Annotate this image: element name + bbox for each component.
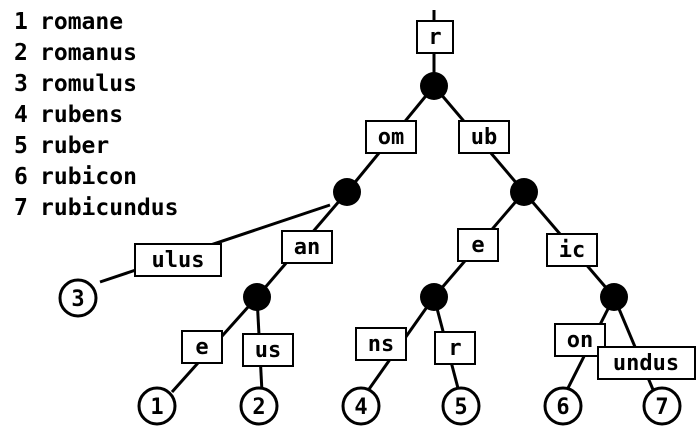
- leaf-number-1: 1: [150, 395, 163, 420]
- internal-node: [243, 283, 271, 311]
- edge-label-box: [434, 331, 476, 365]
- leaf-node: [239, 386, 279, 426]
- edge-label-ns: ns: [368, 332, 395, 357]
- leaf-node: [441, 386, 481, 426]
- edge-label-ulus: ulus: [152, 248, 205, 273]
- word-number: 6: [14, 164, 28, 190]
- leaf-number-3: 3: [71, 287, 84, 312]
- edge-label-e-mid: e: [471, 233, 484, 258]
- leaf-node: [58, 278, 98, 318]
- word-list-item: 7 rubicundus: [14, 193, 178, 224]
- word-number: 5: [14, 133, 28, 159]
- edge-label-box: [365, 120, 417, 154]
- edge-label-box: [355, 327, 407, 361]
- leaf-node: [642, 386, 682, 426]
- edge-label-box: [181, 330, 223, 364]
- edge-label-an: an: [294, 235, 321, 260]
- word-number: 3: [14, 71, 28, 97]
- leaf-number-2: 2: [252, 395, 265, 420]
- word-list-item: 3 romulus: [14, 69, 178, 100]
- edge-label-texts: r om ub ulus an e us e ic ns r on undus: [152, 25, 680, 376]
- edge-label-box: [597, 346, 696, 380]
- leaf-node: [137, 386, 177, 426]
- edge-label-box: [546, 233, 598, 267]
- internal-nodes: [243, 72, 628, 311]
- edge-label-box: [554, 323, 606, 357]
- word-number: 4: [14, 102, 28, 128]
- edge-label-root: r: [428, 25, 441, 50]
- leaf-node: [341, 386, 381, 426]
- edge-label-box: [134, 243, 222, 277]
- edge-label-box: [281, 230, 333, 264]
- word-number: 7: [14, 195, 28, 221]
- word-text: ruber: [40, 133, 110, 159]
- word-list-item: 4 rubens: [14, 100, 178, 131]
- word-list: 1 romane 2 romanus 3 romulus 4 rubens 5 ruber…: [14, 7, 178, 224]
- word-number: 1: [14, 9, 28, 35]
- word-text: rubens: [40, 102, 124, 128]
- edge-label-om: om: [378, 125, 405, 150]
- leaf-numbers: 3 1 2 4 5 6 7: [71, 287, 668, 420]
- internal-node: [600, 283, 628, 311]
- leaf-number-5: 5: [454, 395, 467, 420]
- internal-node: [510, 178, 538, 206]
- word-text: rubicundus: [40, 195, 179, 221]
- edge-label-box: [416, 20, 454, 54]
- internal-node: [420, 72, 448, 100]
- word-list-item: 5 ruber: [14, 131, 178, 162]
- edge-label-e-left: e: [195, 335, 208, 360]
- edge-label-box: [458, 120, 510, 154]
- leaf-number-6: 6: [556, 395, 569, 420]
- edge-label-ub: ub: [471, 125, 498, 150]
- word-text: romulus: [40, 71, 137, 97]
- leaf-circles: [58, 278, 682, 426]
- internal-node: [420, 283, 448, 311]
- word-list-item: 2 romanus: [14, 38, 178, 69]
- edge-label-box: [242, 333, 294, 367]
- word-list-item: 1 romane: [14, 7, 178, 38]
- internal-node: [333, 178, 361, 206]
- edge-label-box: [457, 228, 499, 262]
- leaf-node: [543, 386, 583, 426]
- edge-label-on: on: [567, 328, 594, 353]
- word-text: romanus: [40, 40, 137, 66]
- edge-label-us: us: [255, 338, 282, 363]
- word-list-item: 6 rubicon: [14, 162, 178, 193]
- edge-label-r: r: [448, 336, 461, 361]
- edge-label-ic: ic: [559, 238, 586, 263]
- word-text: romane: [40, 9, 124, 35]
- leaf-number-7: 7: [655, 395, 668, 420]
- word-text: rubicon: [40, 164, 137, 190]
- leaf-number-4: 4: [354, 395, 367, 420]
- word-number: 2: [14, 40, 28, 66]
- edge-label-boxes: [134, 20, 696, 380]
- edge-label-undus: undus: [613, 351, 679, 376]
